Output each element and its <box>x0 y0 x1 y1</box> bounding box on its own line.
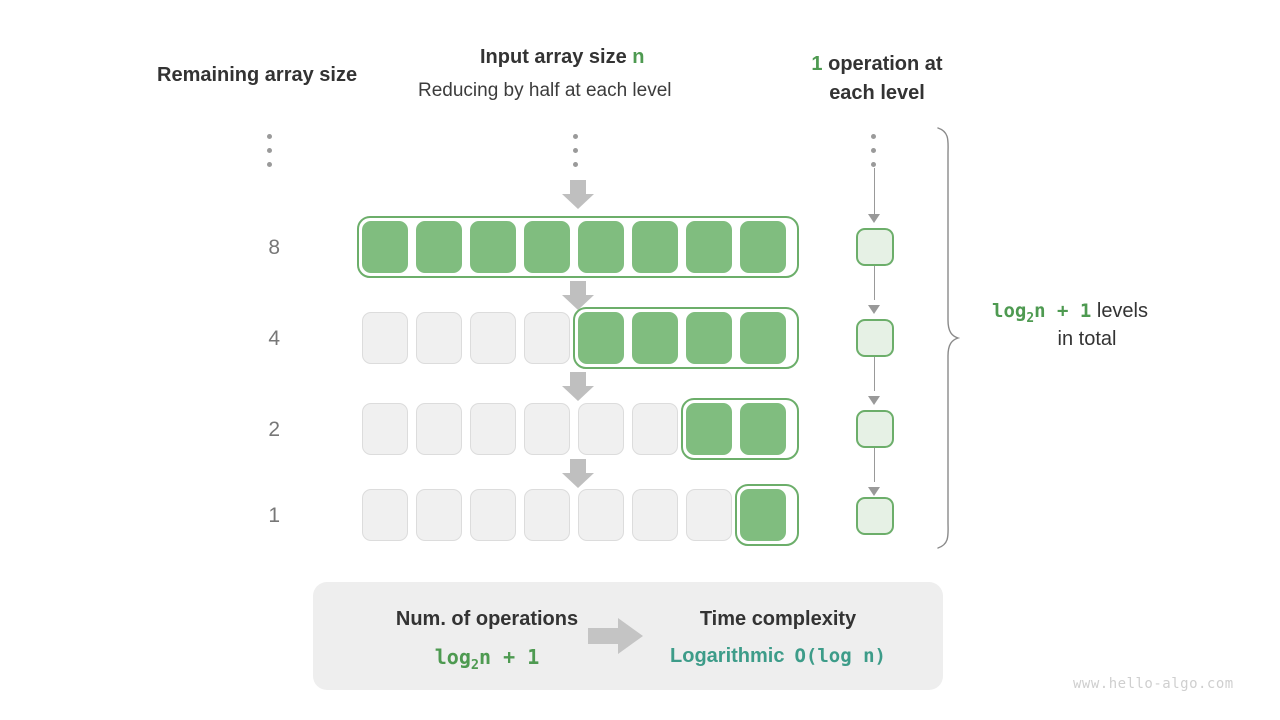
array-cell <box>524 221 570 273</box>
down-arrow-icon-1 <box>561 180 595 210</box>
highlight-border-1 <box>735 484 799 546</box>
levels-note: log2n + 1 levels in total <box>992 300 1242 351</box>
array-cell <box>740 489 786 541</box>
array-cell <box>578 489 624 541</box>
array-cell <box>416 312 462 364</box>
summary-left-col: Num. of operations log2n + 1 <box>353 608 621 673</box>
down-arrow-icon-3 <box>561 372 595 402</box>
row-label-1: 1 <box>268 504 280 527</box>
summary-complexity-value: Logarithmic O(log n) <box>643 645 913 668</box>
summary-right-col: Time complexity Logarithmic O(log n) <box>643 608 913 668</box>
levels-formula: log2n + 1 <box>992 300 1092 326</box>
header-input-array-size: Input array size n <box>480 46 645 69</box>
header-input-subtitle: Reducing by half at each level <box>418 80 672 101</box>
array-cell <box>632 221 678 273</box>
row-label-4: 4 <box>268 327 280 350</box>
operation-box-8 <box>856 228 894 266</box>
array-cell <box>632 489 678 541</box>
ellipsis-dots-left <box>267 134 274 176</box>
array-cell <box>578 221 624 273</box>
array-cell <box>470 312 516 364</box>
array-cell <box>740 312 786 364</box>
array-cell <box>416 489 462 541</box>
summary-panel: Num. of operations log2n + 1 Time comple… <box>313 582 943 690</box>
array-cell <box>740 403 786 455</box>
op-connector-line-0 <box>874 168 876 216</box>
header-input-array-size-var: n <box>632 46 645 68</box>
op-connector-arrow-2 <box>868 396 880 405</box>
ellipsis-dots-right <box>871 134 878 176</box>
summary-complexity-title: Time complexity <box>699 608 857 630</box>
op-connector-arrow-1 <box>868 305 880 314</box>
op-connector-arrow-0 <box>868 214 880 223</box>
highlight-border-8 <box>357 216 799 278</box>
levels-brace-icon <box>934 126 962 555</box>
array-cell <box>686 221 732 273</box>
array-cell <box>686 312 732 364</box>
summary-complexity-bigo: O(log n) <box>794 645 886 667</box>
array-cell <box>362 221 408 273</box>
down-arrow-icon-4 <box>561 459 595 489</box>
levels-note-line1: log2n + 1 levels <box>992 300 1242 326</box>
levels-note-line2: in total <box>1057 327 1117 350</box>
down-arrow-icon-2 <box>561 281 595 311</box>
array-cell <box>632 403 678 455</box>
operation-box-2 <box>856 410 894 448</box>
watermark: www.hello-algo.com <box>1073 676 1234 692</box>
summary-complexity-word: Logarithmic <box>670 645 785 667</box>
array-cell <box>416 403 462 455</box>
array-cell <box>470 221 516 273</box>
array-cell <box>632 312 678 364</box>
operation-box-4 <box>856 319 894 357</box>
highlight-border-2 <box>681 398 799 460</box>
array-cell <box>524 403 570 455</box>
array-cell <box>470 403 516 455</box>
row-label-2: 2 <box>268 418 280 441</box>
array-cell <box>524 489 570 541</box>
header-operations-count: 1 <box>811 53 823 75</box>
op-connector-arrow-3 <box>868 487 880 496</box>
header-operations-per-level: 1 operation at each level <box>797 50 957 108</box>
array-cell <box>686 403 732 455</box>
op-connector-line-1 <box>874 266 876 300</box>
array-cell <box>362 312 408 364</box>
operation-box-1 <box>856 497 894 535</box>
array-cell <box>578 312 624 364</box>
array-cell <box>362 403 408 455</box>
array-cell <box>686 489 732 541</box>
header-remaining-array-size: Remaining array size <box>157 64 358 86</box>
summary-operations-value: log2n + 1 <box>434 645 540 673</box>
header-input-array-size-text: Input array size <box>480 46 633 68</box>
array-cell <box>578 403 624 455</box>
highlight-border-4 <box>573 307 799 369</box>
levels-word: levels <box>1091 300 1149 322</box>
array-cell <box>470 489 516 541</box>
ellipsis-dots-center <box>573 134 580 176</box>
summary-operations-title: Num. of operations <box>395 608 579 630</box>
op-connector-line-3 <box>874 448 876 482</box>
array-cell <box>524 312 570 364</box>
row-label-8: 8 <box>268 236 280 259</box>
op-connector-line-2 <box>874 357 876 391</box>
array-cell <box>740 221 786 273</box>
header-operations-text: operation at each level <box>822 53 943 104</box>
array-cell <box>416 221 462 273</box>
array-cell <box>362 489 408 541</box>
right-arrow-icon <box>588 616 644 656</box>
